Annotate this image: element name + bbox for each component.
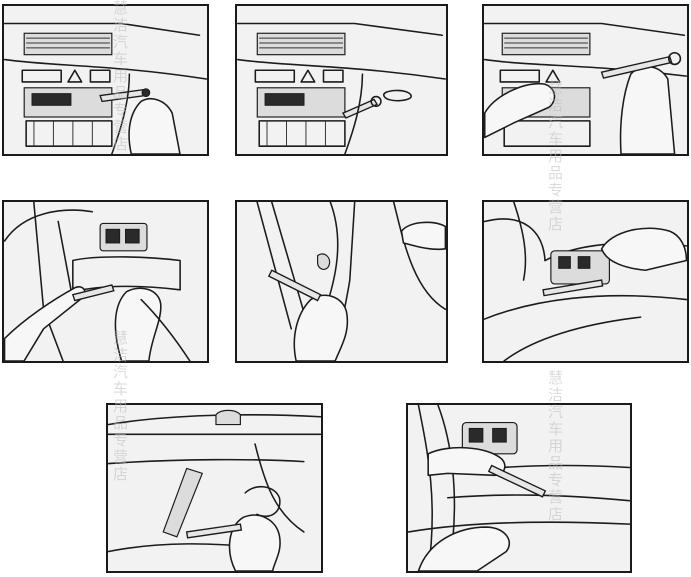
step-1-panel <box>2 4 209 156</box>
step-4-panel <box>2 200 209 363</box>
door-illustration <box>484 202 687 361</box>
hand <box>128 98 181 154</box>
door-illustration <box>108 409 321 571</box>
step-6-panel <box>482 200 689 363</box>
step-7-panel <box>106 403 323 573</box>
pry-tool <box>267 269 322 302</box>
hand <box>293 294 349 361</box>
pry-tool <box>542 279 604 297</box>
hand <box>600 227 687 272</box>
step-8-panel <box>406 403 632 573</box>
door-illustration <box>256 202 446 361</box>
hand <box>417 526 511 571</box>
pry-tool <box>185 523 243 539</box>
hand <box>484 83 556 139</box>
dashboard-illustration <box>4 22 207 154</box>
dashboard-illustration <box>484 22 687 154</box>
hand <box>619 65 676 154</box>
hand <box>400 221 446 251</box>
door-illustration <box>4 202 191 361</box>
hand <box>228 514 281 571</box>
pry-tool <box>71 284 115 302</box>
pry-tool <box>600 55 673 79</box>
hand <box>114 287 162 361</box>
pry-tool <box>341 98 379 119</box>
step-2-panel <box>235 4 448 156</box>
step-3-panel <box>482 4 689 156</box>
door-illustration <box>408 405 630 571</box>
pry-tool <box>487 464 547 498</box>
hand <box>4 286 86 361</box>
dashboard-illustration <box>237 22 446 154</box>
step-5-panel <box>235 200 448 363</box>
hand <box>427 446 506 477</box>
